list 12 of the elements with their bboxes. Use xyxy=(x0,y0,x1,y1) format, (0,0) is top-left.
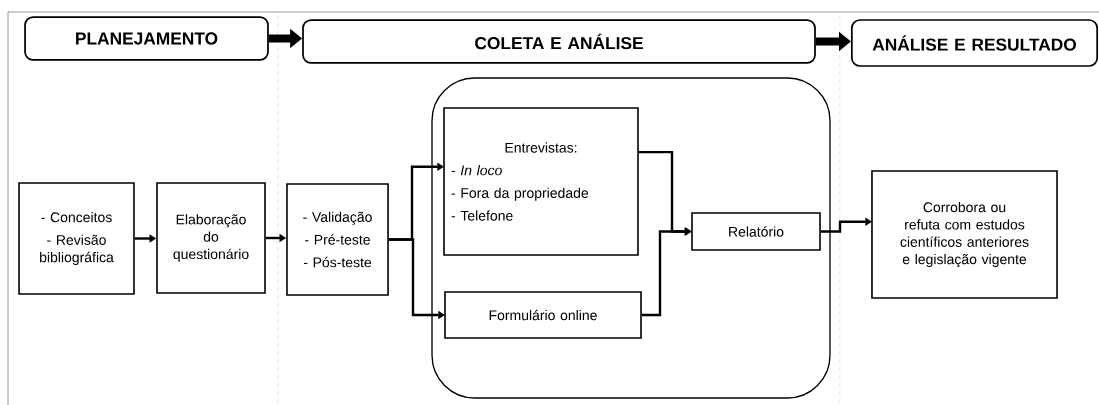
process-box: - Conceitos - Revisão bibliográfica xyxy=(18,182,135,295)
arrow xyxy=(820,217,872,233)
stage-header: COLETA E ANÁLISE xyxy=(302,19,816,64)
process-box: Entrevistas: - In loco - Fora da propriedade - Telefone xyxy=(443,107,639,256)
stage-header: ANÁLISE E RESULTADO xyxy=(850,19,1099,67)
arrow xyxy=(641,227,692,317)
process-box: Formulário online xyxy=(444,291,642,339)
process-box: Corrobora ou refuta com estudos científicos anteriores e legislação vigente xyxy=(871,170,1058,299)
process-box: Relatório xyxy=(691,212,821,251)
process-box: Elaboração do questionário xyxy=(156,182,266,294)
process-box: - Validação - Pré-teste - Pós-teste xyxy=(286,183,389,296)
stage-header: PLANEJAMENTO xyxy=(24,16,269,61)
